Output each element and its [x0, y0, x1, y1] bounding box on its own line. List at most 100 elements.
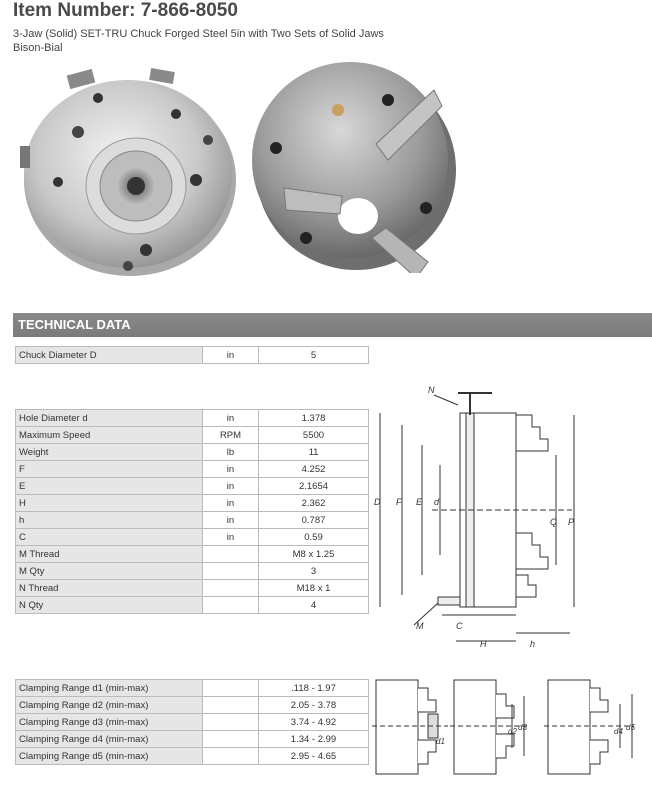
spec-label: Weight	[15, 443, 203, 461]
spec-unit: in	[202, 346, 259, 364]
spec-value: 2.1654	[258, 477, 369, 495]
spec-value: 2.05 - 3.78	[258, 696, 369, 714]
description-line-2: Bison-Bial	[13, 42, 63, 54]
spec-label: M Thread	[15, 545, 203, 563]
spec-value: 0.787	[258, 511, 369, 529]
clamp-label-d2: d2	[508, 727, 517, 736]
spec-row: Clamping Range d4 (min-max) 1.34 - 2.99	[15, 730, 369, 748]
spec-unit: RPM	[202, 426, 259, 444]
description-line-1: 3-Jaw (Solid) SET-TRU Chuck Forged Steel…	[13, 28, 384, 40]
spec-unit: in	[202, 494, 259, 512]
spec-label: N Thread	[15, 579, 203, 597]
spec-label: Clamping Range d3 (min-max)	[15, 713, 203, 731]
spec-unit	[202, 730, 259, 748]
drawing-label-D: D	[374, 497, 381, 507]
spec-label: C	[15, 528, 203, 546]
spec-unit	[202, 562, 259, 580]
clamping-range-drawings: d1 d2 d3 d4 d5	[372, 679, 635, 775]
spec-row: N Qty 4	[15, 596, 369, 614]
drawing-label-C: C	[456, 621, 463, 631]
spec-unit	[202, 679, 259, 697]
spec-row: Clamping Range d5 (min-max) 2.95 - 4.65	[15, 747, 369, 765]
clamp-label-d3: d3	[518, 723, 527, 732]
spec-unit	[202, 713, 259, 731]
drawing-label-H: H	[480, 639, 487, 649]
spec-unit	[202, 545, 259, 563]
spec-value: M18 x 1	[258, 579, 369, 597]
spec-label: H	[15, 494, 203, 512]
technical-data-header: TECHNICAL DATA	[13, 313, 652, 337]
clamp-label-d4: d4	[614, 727, 623, 736]
spec-unit: in	[202, 528, 259, 546]
spec-row: Clamping Range d3 (min-max) 3.74 - 4.92	[15, 713, 369, 731]
drawing-label-N: N	[428, 385, 435, 395]
spec-label: h	[15, 511, 203, 529]
chuck-front-photo	[20, 68, 236, 276]
spec-unit: in	[202, 409, 259, 427]
clamp-label-d1: d1	[436, 737, 445, 746]
spec-row: Clamping Range d1 (min-max) .118 - 1.97	[15, 679, 369, 697]
spec-value: 1.34 - 2.99	[258, 730, 369, 748]
spec-label: Chuck Diameter D	[15, 346, 203, 364]
spec-label: Clamping Range d1 (min-max)	[15, 679, 203, 697]
chuck-angled-photo	[252, 62, 456, 273]
spec-unit: in	[202, 477, 259, 495]
drawing-label-E: E	[416, 497, 423, 507]
clamp-label-d5: d5	[626, 723, 635, 732]
drawing-label-M: M	[416, 621, 424, 631]
spec-unit	[202, 596, 259, 614]
spec-value: 3.74 - 4.92	[258, 713, 369, 731]
spec-row: M Thread M8 x 1.25	[15, 545, 369, 563]
spec-value: 0.59	[258, 528, 369, 546]
spec-value: 11	[258, 443, 369, 461]
spec-value: 3	[258, 562, 369, 580]
spec-unit	[202, 696, 259, 714]
spec-label: Clamping Range d2 (min-max)	[15, 696, 203, 714]
spec-label: Clamping Range d5 (min-max)	[15, 747, 203, 765]
spec-value: M8 x 1.25	[258, 545, 369, 563]
spec-label: Hole Diameter d	[15, 409, 203, 427]
spec-unit: in	[202, 511, 259, 529]
product-description: 3-Jaw (Solid) SET-TRU Chuck Forged Steel…	[13, 27, 384, 55]
spec-label: N Qty	[15, 596, 203, 614]
item-number-title: Item Number: 7-866-8050	[13, 0, 238, 21]
spec-value: 2.95 - 4.65	[258, 747, 369, 765]
spec-label: E	[15, 477, 203, 495]
spec-unit: lb	[202, 443, 259, 461]
spec-row: M Qty 3	[15, 562, 369, 580]
spec-row: N Thread M18 x 1	[15, 579, 369, 597]
spec-value: 5	[258, 346, 369, 364]
spec-value: 4	[258, 596, 369, 614]
drawing-label-P: P	[568, 517, 574, 527]
spec-value: 1.378	[258, 409, 369, 427]
spec-label: F	[15, 460, 203, 478]
spec-unit	[202, 747, 259, 765]
spec-unit	[202, 579, 259, 597]
drawing-label-F: F	[396, 497, 402, 507]
spec-label: Maximum Speed	[15, 426, 203, 444]
spec-value: 4.252	[258, 460, 369, 478]
chuck-dimension-drawing: D F E d Q P N M C H h	[374, 385, 575, 649]
spec-label: Clamping Range d4 (min-max)	[15, 730, 203, 748]
spec-value: .118 - 1.97	[258, 679, 369, 697]
spec-row: Clamping Range d2 (min-max) 2.05 - 3.78	[15, 696, 369, 714]
spec-label: M Qty	[15, 562, 203, 580]
drawing-label-Q: Q	[550, 517, 557, 527]
spec-unit: in	[202, 460, 259, 478]
spec-value: 5500	[258, 426, 369, 444]
spec-value: 2.362	[258, 494, 369, 512]
drawing-label-h: h	[530, 639, 535, 649]
drawing-label-d: d	[434, 497, 440, 507]
